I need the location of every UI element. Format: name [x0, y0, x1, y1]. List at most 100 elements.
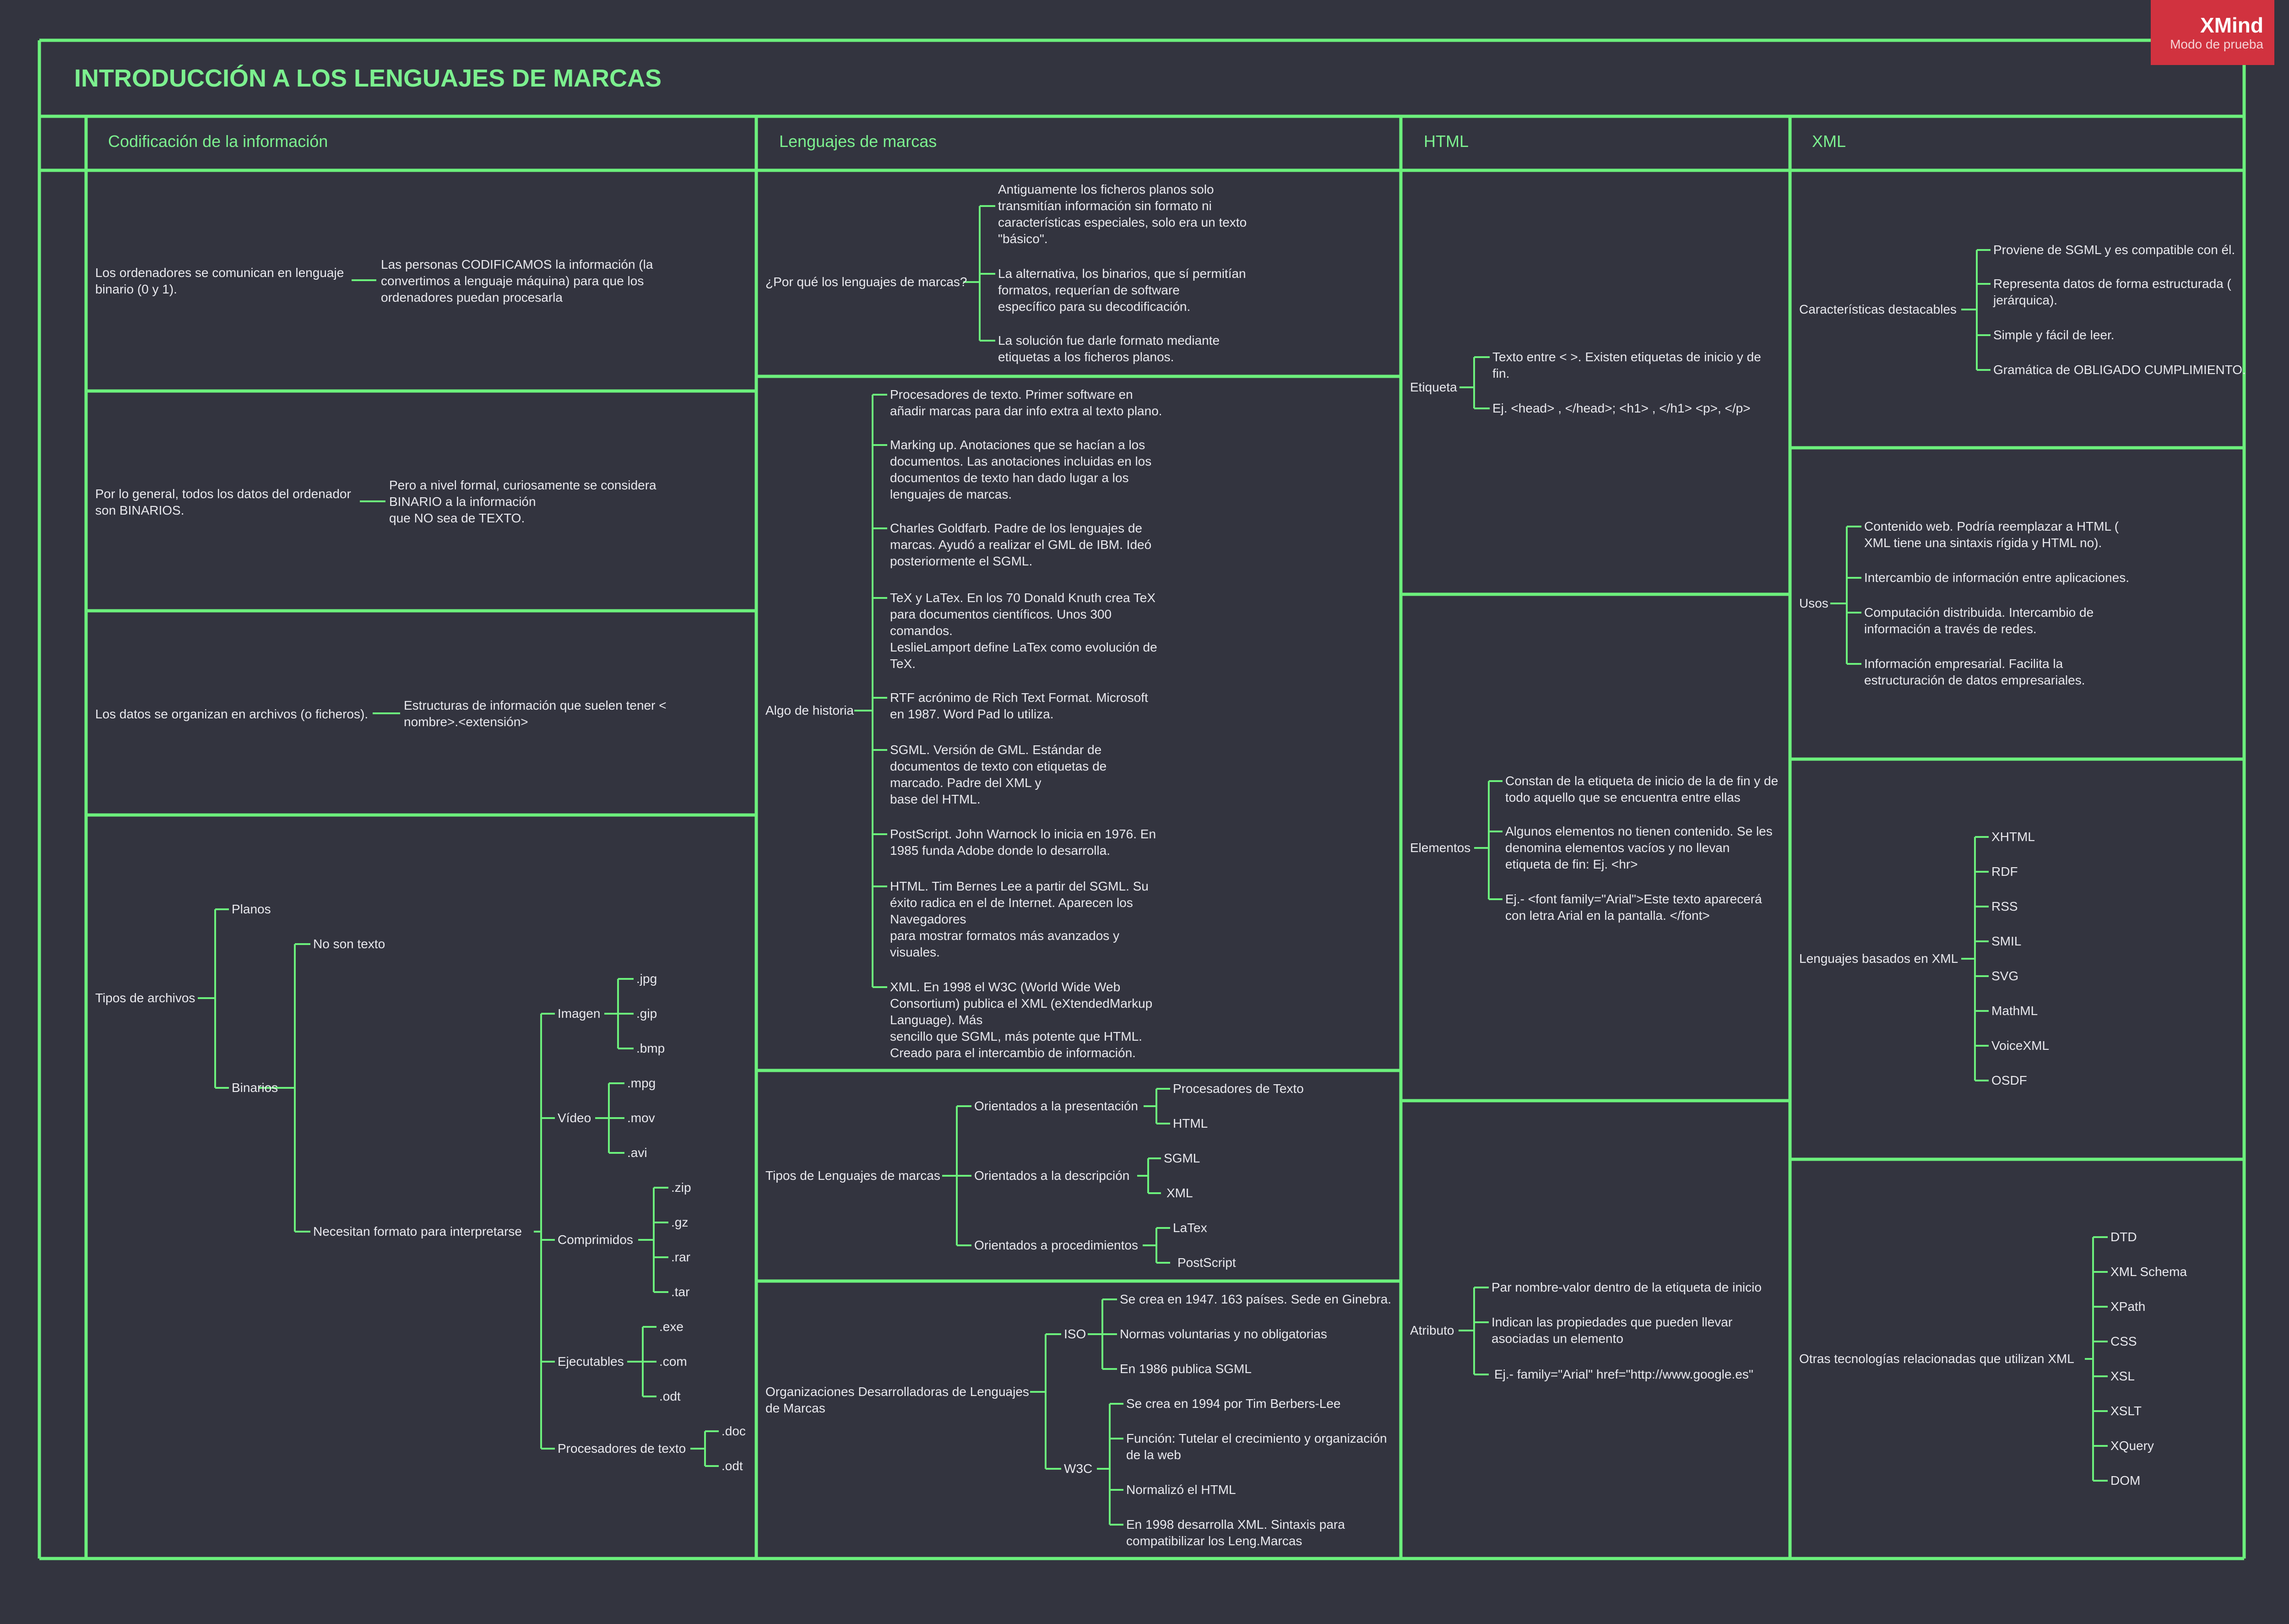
topic-node[interactable]: RTF acrónimo de Rich Text Format. Micros…: [890, 690, 1148, 721]
column-header-html[interactable]: HTML: [1424, 132, 1469, 151]
topic-node[interactable]: XML. En 1998 el W3C (World Wide Web Cons…: [890, 980, 1153, 1060]
topic-node[interactable]: En 1998 desarrolla XML. Sintaxis para co…: [1126, 1517, 1345, 1548]
topic-node[interactable]: XHTML: [1991, 830, 2035, 844]
topic-node[interactable]: DOM: [2110, 1473, 2141, 1488]
topic-node[interactable]: HTML. Tim Bernes Lee a partir del SGML. …: [890, 879, 1149, 959]
xmind-trial-badge[interactable]: XMind Modo de prueba: [2151, 0, 2274, 65]
topic-node[interactable]: Tipos de Lenguajes de marcas: [765, 1168, 940, 1183]
topic-node[interactable]: XSLT: [2110, 1404, 2142, 1418]
topic-node[interactable]: .com: [659, 1354, 687, 1369]
topic-node[interactable]: .gip: [636, 1006, 657, 1021]
topic-node[interactable]: Par nombre-valor dentro de la etiqueta d…: [1492, 1280, 1762, 1294]
topic-node[interactable]: MathML: [1991, 1004, 2038, 1018]
topic-node[interactable]: Binarios: [232, 1081, 278, 1095]
topic-node[interactable]: La alternativa, los binarios, que sí per…: [998, 266, 1246, 314]
topic-node[interactable]: Atributo: [1410, 1323, 1454, 1337]
column-header-codificacion[interactable]: Codificación de la información: [108, 132, 328, 151]
topic-node[interactable]: Ej. <head> , </head>; <h1> , </h1> <p>, …: [1492, 401, 1751, 415]
topic-node[interactable]: OSDF: [1991, 1073, 2027, 1087]
topic-node[interactable]: PostScript. John Warnock lo inicia en 19…: [890, 827, 1156, 858]
topic-node[interactable]: Información empresarial. Facilita la est…: [1864, 657, 2085, 687]
topic-node[interactable]: Procesadores de texto. Primer software e…: [890, 387, 1162, 418]
topic-node[interactable]: Representa datos de forma estructurada (…: [1993, 277, 2231, 307]
topic-node[interactable]: Ejecutables: [558, 1354, 624, 1369]
topic-node[interactable]: Marking up. Anotaciones que se hacían a …: [890, 438, 1152, 501]
topic-node[interactable]: Intercambio de información entre aplicac…: [1864, 570, 2129, 585]
topic-node[interactable]: .zip: [671, 1180, 691, 1195]
topic-node[interactable]: Ej.- family="Arial" href="http://www.goo…: [1494, 1367, 1753, 1381]
topic-node[interactable]: PostScript: [1177, 1255, 1236, 1270]
topic-node[interactable]: .mov: [627, 1111, 655, 1125]
topic-node[interactable]: XML Schema: [2110, 1265, 2187, 1279]
topic-node[interactable]: SGML. Versión de GML. Estándar de docume…: [890, 743, 1107, 806]
topic-node[interactable]: Tipos de archivos: [95, 991, 195, 1005]
topic-node[interactable]: Estructuras de información que suelen te…: [404, 698, 667, 729]
column-header-xml[interactable]: XML: [1812, 132, 1846, 151]
topic-node[interactable]: Planos: [232, 902, 271, 916]
topic-node[interactable]: .mpg: [627, 1076, 656, 1090]
topic-node[interactable]: .exe: [659, 1320, 683, 1334]
topic-node[interactable]: XQuery: [2110, 1439, 2154, 1453]
topic-node[interactable]: LaTex: [1173, 1221, 1207, 1235]
topic-node[interactable]: .tar: [671, 1285, 690, 1299]
topic-node[interactable]: Orientados a la presentación: [974, 1099, 1138, 1113]
topic-node[interactable]: SVG: [1991, 969, 2019, 983]
topic-node[interactable]: HTML: [1173, 1116, 1208, 1130]
topic-node[interactable]: .gz: [671, 1215, 689, 1229]
topic-node[interactable]: Simple y fácil de leer.: [1993, 328, 2115, 342]
topic-node[interactable]: .jpg: [636, 972, 657, 986]
topic-node[interactable]: .bmp: [636, 1041, 665, 1055]
topic-node[interactable]: Comprimidos: [558, 1233, 633, 1247]
topic-node[interactable]: .odt: [659, 1389, 681, 1403]
topic-node[interactable]: Necesitan formato para interpretarse: [313, 1224, 522, 1238]
topic-node[interactable]: .avi: [627, 1146, 647, 1160]
topic-node[interactable]: Las personas CODIFICAMOS la información …: [381, 257, 653, 304]
topic-node[interactable]: VoiceXML: [1991, 1038, 2050, 1053]
topic-node[interactable]: Normalizó el HTML: [1126, 1483, 1236, 1497]
topic-node[interactable]: SGML: [1164, 1151, 1200, 1165]
topic-node[interactable]: Elementos: [1410, 841, 1471, 855]
topic-node[interactable]: Otras tecnologías relacionadas que utili…: [1799, 1352, 2074, 1366]
topic-node[interactable]: Imagen: [558, 1006, 601, 1021]
topic-node[interactable]: ¿Por qué los lenguajes de marcas?: [765, 275, 967, 289]
topic-node[interactable]: Los ordenadores se comunican en lenguaje…: [95, 266, 344, 296]
topic-node[interactable]: Normas voluntarias y no obligatorias: [1120, 1327, 1327, 1341]
topic-node[interactable]: Orientados a procedimientos: [974, 1238, 1138, 1252]
topic-node[interactable]: La solución fue darle formato mediante e…: [998, 333, 1220, 364]
topic-node[interactable]: Procesadores de Texto: [1173, 1081, 1304, 1096]
topic-node[interactable]: SMIL: [1991, 934, 2022, 948]
topic-node[interactable]: Algo de historia: [765, 703, 854, 717]
topic-node[interactable]: Características destacables: [1799, 302, 1957, 316]
topic-node[interactable]: Antiguamente los ficheros planos solo tr…: [998, 182, 1247, 246]
topic-node[interactable]: Indican las propiedades que pueden lleva…: [1492, 1315, 1733, 1346]
topic-node[interactable]: RDF: [1991, 864, 2018, 879]
topic-node[interactable]: ISO: [1064, 1327, 1086, 1341]
topic-node[interactable]: .rar: [671, 1250, 690, 1264]
column-header-lenguajes[interactable]: Lenguajes de marcas: [779, 132, 937, 151]
topic-node[interactable]: En 1986 publica SGML: [1120, 1362, 1252, 1376]
map-title[interactable]: INTRODUCCIÓN A LOS LENGUAJES DE MARCAS: [74, 65, 662, 92]
topic-node[interactable]: Se crea en 1947. 163 países. Sede en Gin…: [1120, 1292, 1392, 1306]
topic-node[interactable]: Pero a nivel formal, curiosamente se con…: [389, 478, 656, 525]
topic-node[interactable]: DTD: [2110, 1230, 2137, 1244]
topic-node[interactable]: XSL: [2110, 1369, 2135, 1383]
topic-node[interactable]: TeX y LaTex. En los 70 Donald Knuth crea…: [890, 591, 1157, 671]
topic-node[interactable]: Computación distribuida. Intercambio de …: [1864, 605, 2094, 636]
topic-node[interactable]: Algunos elementos no tienen contenido. S…: [1505, 824, 1773, 871]
topic-node[interactable]: Lenguajes basados en XML: [1799, 951, 1958, 966]
topic-node[interactable]: Charles Goldfarb. Padre de los lenguajes…: [890, 521, 1152, 568]
topic-node[interactable]: .odt: [721, 1459, 743, 1473]
topic-node[interactable]: Usos: [1799, 596, 1828, 610]
topic-node[interactable]: Función: Tutelar el crecimiento y organi…: [1126, 1431, 1387, 1462]
topic-node[interactable]: XPath: [2110, 1299, 2146, 1314]
topic-node[interactable]: Se crea en 1994 por Tim Berbers-Lee: [1126, 1396, 1341, 1411]
topic-node[interactable]: W3C: [1064, 1461, 1093, 1476]
topic-node[interactable]: CSS: [2110, 1334, 2137, 1348]
topic-node[interactable]: XML: [1166, 1186, 1193, 1200]
topic-node[interactable]: No son texto: [313, 937, 385, 951]
topic-node[interactable]: .doc: [721, 1424, 746, 1438]
topic-node[interactable]: Etiqueta: [1410, 380, 1457, 394]
topic-node[interactable]: Proviene de SGML y es compatible con él.: [1993, 243, 2235, 257]
topic-node[interactable]: Gramática de OBLIGADO CUMPLIMIENTO.: [1993, 363, 2246, 377]
topic-node[interactable]: Los datos se organizan en archivos (o fi…: [95, 707, 369, 721]
